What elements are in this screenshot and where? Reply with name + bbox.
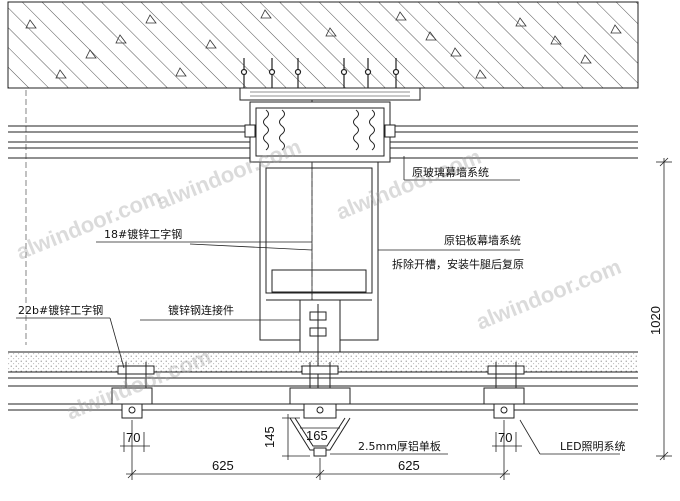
dim-text-625-right: 625 [398, 458, 420, 473]
upper-bracket [244, 101, 396, 163]
watermark-1: alwindoor.com [13, 184, 165, 265]
label-galvanized-steel-connector: 镀锌钢连接件 [168, 303, 234, 317]
label-led-lighting-system: LED照明系统 [560, 440, 626, 453]
dim-text-165: 165 [306, 428, 328, 443]
curtain-wall-rails [8, 125, 638, 159]
embed-plate [239, 87, 421, 101]
led-units [111, 387, 525, 419]
dim-bottom [120, 414, 522, 480]
label-original-aluminum-curtain-wall: 原铝板幕墙系统 [444, 233, 521, 247]
dim-text-625-left: 625 [212, 458, 234, 473]
anchor-bolts [240, 58, 400, 92]
aluminum-panel [289, 417, 351, 457]
watermarks: alwindoor.com alwindoor.com alwindoor.co… [13, 134, 625, 425]
watermark-2: alwindoor.com [153, 134, 305, 215]
dim-text-70-right: 70 [498, 430, 512, 445]
dim-1020 [656, 157, 672, 461]
label-original-glass-curtain-wall: 原玻璃幕墙系统 [412, 165, 489, 179]
i-beam-22b-clips [117, 362, 525, 388]
label-remove-and-restore: 拆除开槽，安装牛腿后复原 [392, 257, 524, 271]
connector-bolts [309, 304, 327, 390]
leader-lines [16, 156, 620, 455]
label-i-beam-22b: 22b#镀锌工字钢 [18, 303, 103, 317]
i-beam-18 [259, 161, 379, 353]
label-aluminum-single-panel: 2.5mm厚铝单板 [358, 439, 441, 453]
label-i-beam-18: 18#镀锌工字钢 [104, 227, 182, 241]
concrete-slab [7, 1, 639, 89]
dim-text-1020: 1020 [648, 306, 663, 335]
dim-text-70-left: 70 [126, 430, 140, 445]
dim-text-145: 145 [262, 426, 277, 448]
